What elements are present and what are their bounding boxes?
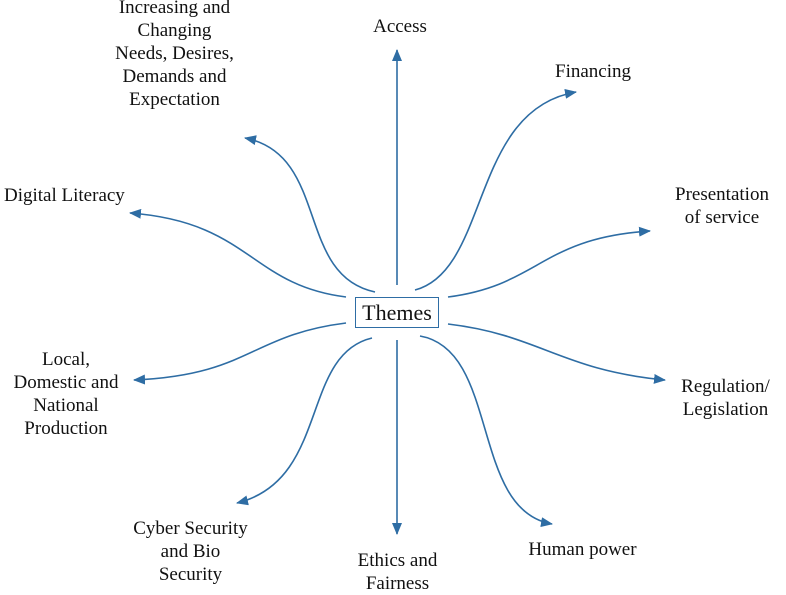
themes-center-label: Themes [362, 299, 432, 325]
label-regulation: Regulation/ Legislation [681, 376, 770, 420]
themes-center-box: Themes [355, 297, 439, 328]
label-cyber: Cyber Security and Bio Security [133, 518, 248, 585]
label-local: Local, Domestic and National Production [13, 349, 119, 439]
arrow-human-power [419, 335, 553, 528]
label-digital: Digital Literacy [4, 185, 125, 206]
arrow-regulation [447, 323, 666, 384]
label-human-power: Human power [528, 539, 637, 560]
arrow-needs [244, 135, 376, 293]
arrow-digital [129, 208, 347, 298]
label-ethics: Ethics and Fairness [357, 550, 438, 594]
label-access: Access [373, 16, 427, 37]
label-presentation: Presentation of service [675, 184, 769, 228]
label-financing: Financing [555, 61, 631, 82]
arrow-financing [414, 88, 577, 291]
arrow-local [133, 322, 347, 385]
arrow-cyber [236, 337, 373, 506]
label-needs: Increasing and Changing Needs, Desires, … [115, 0, 234, 110]
arrow-presentation [447, 226, 651, 298]
